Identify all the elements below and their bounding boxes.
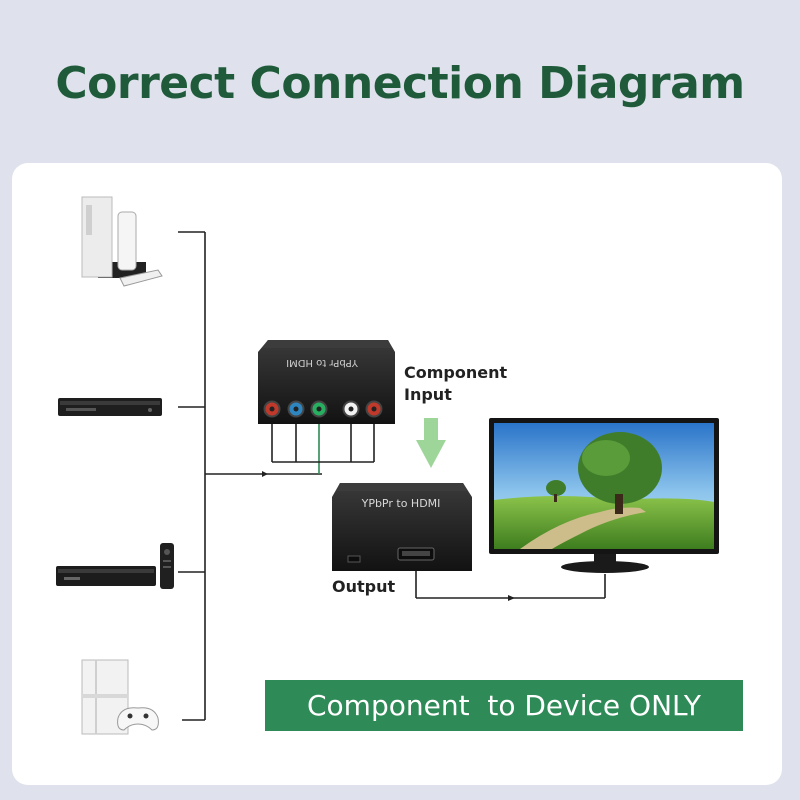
hdmi-output-cable <box>415 571 606 599</box>
converter-front-text: YPbPr to HDMI <box>361 497 441 510</box>
component-cables <box>271 424 375 474</box>
source-bracket-lines <box>178 231 322 721</box>
arrow-to-tv <box>508 595 515 601</box>
page-title: Correct Connection Diagram <box>55 58 745 109</box>
wii-console-icon <box>81 196 163 287</box>
component-input-label: Component Input <box>404 362 507 406</box>
output-label: Output <box>332 577 396 596</box>
arrow-to-converter <box>262 471 268 477</box>
ps4-console-icon <box>81 659 159 735</box>
set-top-box-icon <box>56 543 174 589</box>
converter-back-text: YPbPr to HDMI <box>286 357 359 368</box>
component-input-label-line2: Input <box>404 385 452 404</box>
dvd-player-icon <box>58 398 162 416</box>
component-input-arrow <box>416 418 446 468</box>
tv-monitor-icon <box>489 418 719 573</box>
component-input-label-line1: Component <box>404 363 508 382</box>
converter-front-icon <box>332 483 472 571</box>
converter-back-icon <box>258 340 395 424</box>
banner-component-only: Component to Device ONLY <box>265 680 743 731</box>
